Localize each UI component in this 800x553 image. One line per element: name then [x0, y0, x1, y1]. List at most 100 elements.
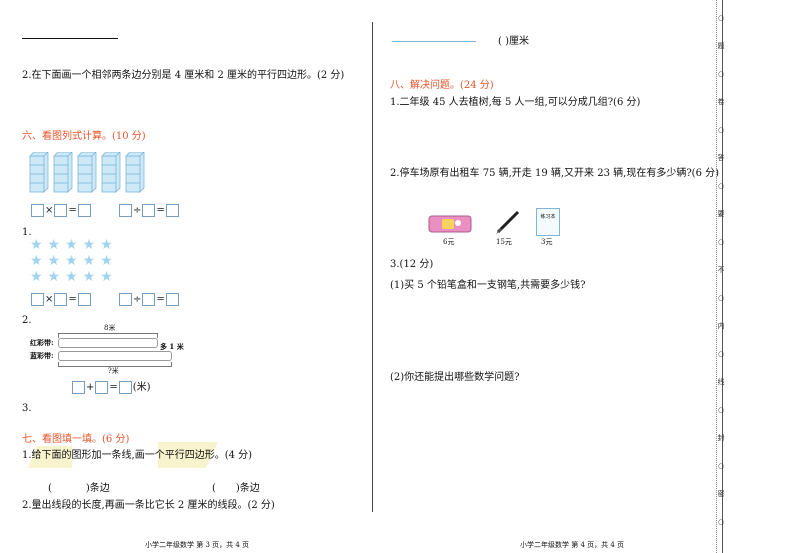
formula-row-3: + = (米)	[72, 377, 152, 396]
answer-box[interactable]	[77, 204, 91, 217]
red-ribbon-bar	[58, 338, 158, 348]
label-blue-ribbon: 蓝彩带:	[30, 351, 54, 360]
answer-box[interactable]	[165, 293, 179, 306]
pencil-case-image	[428, 212, 472, 238]
binding-hole-icon: ○	[717, 350, 725, 358]
star-grid: ★★★★★ ★★★★★ ★★★★★	[30, 238, 118, 284]
section-7-title: 七、看图填一填。(6 分)	[22, 434, 130, 445]
s7-blank-2: ( )条边	[212, 483, 260, 495]
notebook-label: 练习本	[540, 214, 556, 220]
binding-hole-icon: ○	[717, 70, 725, 78]
binding-char: 密	[717, 490, 725, 498]
answer-box[interactable]	[118, 293, 132, 306]
answer-box[interactable]	[72, 381, 85, 394]
answer-box[interactable]	[77, 293, 91, 306]
star-row: ★★★★★	[30, 253, 118, 269]
answer-box[interactable]	[54, 204, 68, 217]
binding-hole-icon: ○	[717, 294, 725, 302]
pen-image	[494, 208, 522, 240]
equals-sign: =	[109, 382, 118, 393]
section-8-title: 八、解决问题。(24 分)	[390, 80, 494, 91]
binding-char: 卷	[717, 98, 725, 106]
s7-q2-text: 2.量出线段的长度,再画一条比它长 2 厘米的线段。(2 分)	[22, 500, 275, 511]
cube-stacks-graphic	[29, 151, 145, 193]
blue-ribbon-bar	[58, 351, 172, 361]
item-2-label: 2.	[22, 315, 32, 326]
q2-taxi-text: 2.停车场原有出租车 75 辆,开走 19 辆,又开来 23 辆,现在有多少辆?…	[390, 168, 720, 179]
plus-sign: +	[86, 382, 95, 393]
paren-open: (	[48, 483, 52, 494]
price-pencil-case: 6元	[443, 238, 455, 246]
edge-count-label: )条边	[235, 483, 260, 494]
times-sign: ×	[45, 294, 54, 305]
binding-hole-icon: ○	[717, 238, 725, 246]
brace-8m	[58, 333, 158, 338]
formula-row-2: × = ÷ =	[31, 289, 179, 308]
binding-char: 不	[717, 266, 725, 274]
q3-part2-text: (2)你还能提出哪些数学问题?	[390, 372, 520, 383]
answer-box[interactable]	[142, 204, 156, 217]
binding-solid-line	[722, 0, 724, 553]
star-row: ★★★★★	[30, 269, 118, 285]
unit-meter: (米)	[132, 382, 151, 393]
price-pen: 15元	[496, 238, 512, 246]
left-page-footer: 小学二年级数学 第 3 页，共 4 页	[145, 541, 250, 549]
trapezoid-shape-1	[28, 446, 72, 468]
star-row: ★★★★★	[30, 237, 118, 253]
q1-planting-text: 1.二年级 45 人去植树,每 5 人一组,可以分成几组?(6 分)	[390, 97, 641, 108]
binding-hole-icon: ○	[717, 518, 725, 526]
item-3-label: 3.	[22, 403, 32, 414]
equals-sign: =	[68, 294, 77, 305]
answer-box[interactable]	[165, 204, 179, 217]
answer-box[interactable]	[95, 381, 109, 394]
answer-box[interactable]	[118, 381, 132, 394]
times-sign: ×	[45, 205, 54, 216]
answer-box[interactable]	[118, 204, 132, 217]
equals-sign: =	[156, 205, 165, 216]
divide-sign: ÷	[132, 205, 142, 216]
label-8m: 8米	[104, 324, 116, 332]
fountain-pen-icon	[496, 210, 520, 234]
brace-question	[58, 362, 172, 367]
answer-box[interactable]	[31, 204, 44, 217]
q3-part1-text: (1)买 5 个铅笔盒和一支钢笔,共需要多少钱?	[390, 280, 586, 291]
binding-char: 要	[717, 210, 725, 218]
binding-char: 线	[717, 378, 725, 386]
trapezoid-shape-2	[158, 442, 218, 468]
s7-q1-text: 1.给下面的图形加一条线,画一个平行四边形。(4 分)	[22, 450, 253, 461]
divide-sign: ÷	[132, 294, 142, 305]
binding-hole-icon: ○	[717, 406, 725, 414]
label-red-ribbon: 红彩带:	[30, 338, 54, 347]
label-question-m: ?米	[108, 367, 119, 375]
answer-box[interactable]	[31, 293, 44, 306]
binding-char: 封	[717, 434, 725, 442]
top-blank-cm: ( )厘米	[498, 36, 529, 47]
binding-hole-icon: ○	[717, 462, 725, 470]
page-divider	[372, 22, 373, 512]
formula-row-1: × = ÷ =	[31, 200, 179, 219]
edge-count-label: )条边	[85, 483, 110, 494]
s7-blank-1: ( )条边	[48, 483, 110, 495]
binding-char: 内	[717, 322, 725, 330]
paren-open: (	[212, 483, 216, 494]
label-more-1m: 多 1 米	[160, 342, 184, 351]
equals-sign: =	[68, 205, 77, 216]
top-answer-line	[22, 38, 118, 39]
right-page-footer: 小学二年级数学 第 4 页，共 4 页	[520, 541, 625, 549]
pencil-case-icon	[428, 215, 472, 233]
binding-hole-icon: ○	[717, 14, 725, 22]
notebook-image: 练习本	[536, 208, 560, 236]
section-6-title: 六、看图列式计算。(10 分)	[22, 131, 146, 142]
equals-sign: =	[156, 294, 165, 305]
answer-box[interactable]	[54, 293, 68, 306]
q2-parallelogram-text: 2.在下面画一个相邻两条边分别是 4 厘米和 2 厘米的平行四边形。(2 分)	[22, 70, 345, 81]
binding-hole-icon: ○	[717, 182, 725, 190]
answer-box[interactable]	[142, 293, 156, 306]
cube-stacks	[28, 151, 148, 198]
binding-hole-icon: ○	[717, 126, 725, 134]
binding-dotted-line	[716, 0, 718, 553]
binding-char: 答	[717, 154, 725, 162]
binding-char: 题	[717, 42, 725, 50]
measure-segment	[392, 41, 476, 42]
item-1-label: 1.	[22, 227, 32, 238]
